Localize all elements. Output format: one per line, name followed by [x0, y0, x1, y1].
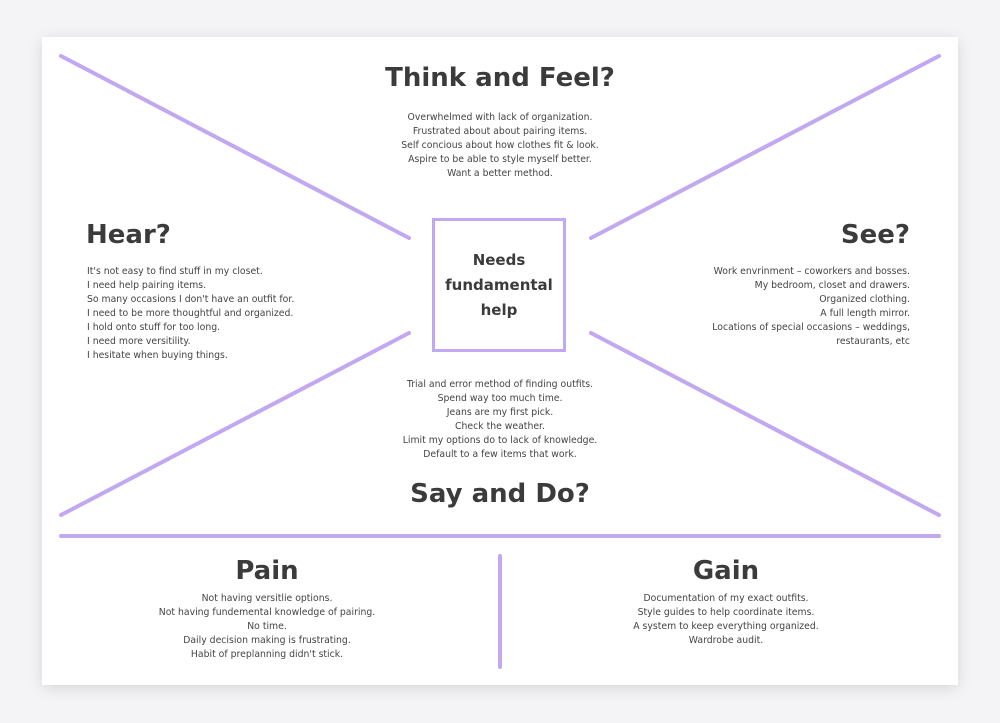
list-item: Frustrated about about pairing items.: [412, 126, 588, 137]
list-item: Jeans are my first pick.: [446, 407, 554, 418]
pain-title: Pain: [235, 556, 299, 586]
list-item: Daily decision making is frustrating.: [183, 635, 351, 646]
list-item: I hesitate when buying things.: [87, 350, 228, 361]
diagonal-bottom-right: [589, 331, 941, 517]
think-feel-list: Overwhelmed with lack of organization. F…: [300, 111, 700, 181]
list-item: Spend way too much time.: [437, 393, 563, 404]
diagonal-top-right: [589, 54, 941, 240]
list-item: Work envrinment – coworkers and bosses.: [713, 266, 910, 277]
see-list: Work envrinment – coworkers and bosses. …: [712, 265, 910, 349]
list-item: Habit of preplanning didn't stick.: [190, 649, 344, 660]
center-problem-box: Needs fundamental help: [432, 218, 566, 352]
list-item: Wardrobe audit.: [688, 635, 764, 646]
list-item: Locations of special occasions – wedding…: [712, 322, 910, 333]
list-item: Want a better method.: [447, 168, 553, 179]
list-item: Trial and error method of finding outfit…: [406, 379, 594, 390]
see-title: See?: [840, 220, 910, 250]
list-item: Not having versitlie options.: [201, 593, 333, 604]
list-item: Limit my options do to lack of knowledge…: [402, 435, 598, 446]
list-item: A system to keep everything organized.: [633, 621, 819, 632]
center-label: Needs fundamental help: [445, 250, 553, 319]
diagonal-bottom-left: [59, 331, 411, 517]
say-do-title: Say and Do?: [410, 479, 590, 509]
list-item: No time.: [247, 621, 287, 632]
list-item: My bedroom, closet and drawers.: [754, 280, 910, 291]
hear-list: It's not easy to find stuff in my closet…: [87, 265, 294, 363]
list-item: Documentation of my exact outfits.: [643, 593, 809, 604]
list-item: It's not easy to find stuff in my closet…: [87, 266, 263, 277]
gain-title: Gain: [692, 556, 760, 586]
list-item: I need more versitility.: [87, 336, 191, 347]
list-item: Self concious about how clothes fit & lo…: [401, 140, 599, 151]
list-item: I need to be more thoughtful and organiz…: [87, 308, 294, 319]
list-item: Organized clothing.: [819, 294, 910, 305]
hear-title: Hear?: [86, 220, 171, 250]
gain-list: Documentation of my exact outfits. Style…: [576, 592, 876, 648]
list-item: Style guides to help coordinate items.: [637, 607, 815, 618]
list-item: Default to a few items that work.: [423, 449, 577, 460]
diagonal-top-left: [59, 54, 411, 240]
think-feel-title: Think and Feel?: [385, 63, 615, 93]
list-item: Not having fundemental knowledge of pair…: [158, 607, 376, 618]
list-item: So many occasions I don't have an outfit…: [87, 294, 295, 305]
say-do-list: Trial and error method of finding outfit…: [300, 378, 700, 462]
list-item: Overwhelmed with lack of organization.: [407, 112, 593, 123]
list-item: I hold onto stuff for too long.: [87, 322, 221, 333]
list-item: I need help pairing items.: [87, 280, 207, 291]
list-item: Check the weather.: [455, 421, 545, 432]
list-item: Aspire to be able to style myself better…: [408, 154, 592, 165]
pain-list: Not having versitlie options. Not having…: [117, 592, 417, 662]
list-item: restaurants, etc: [836, 336, 910, 347]
list-item: A full length mirror.: [820, 308, 910, 319]
